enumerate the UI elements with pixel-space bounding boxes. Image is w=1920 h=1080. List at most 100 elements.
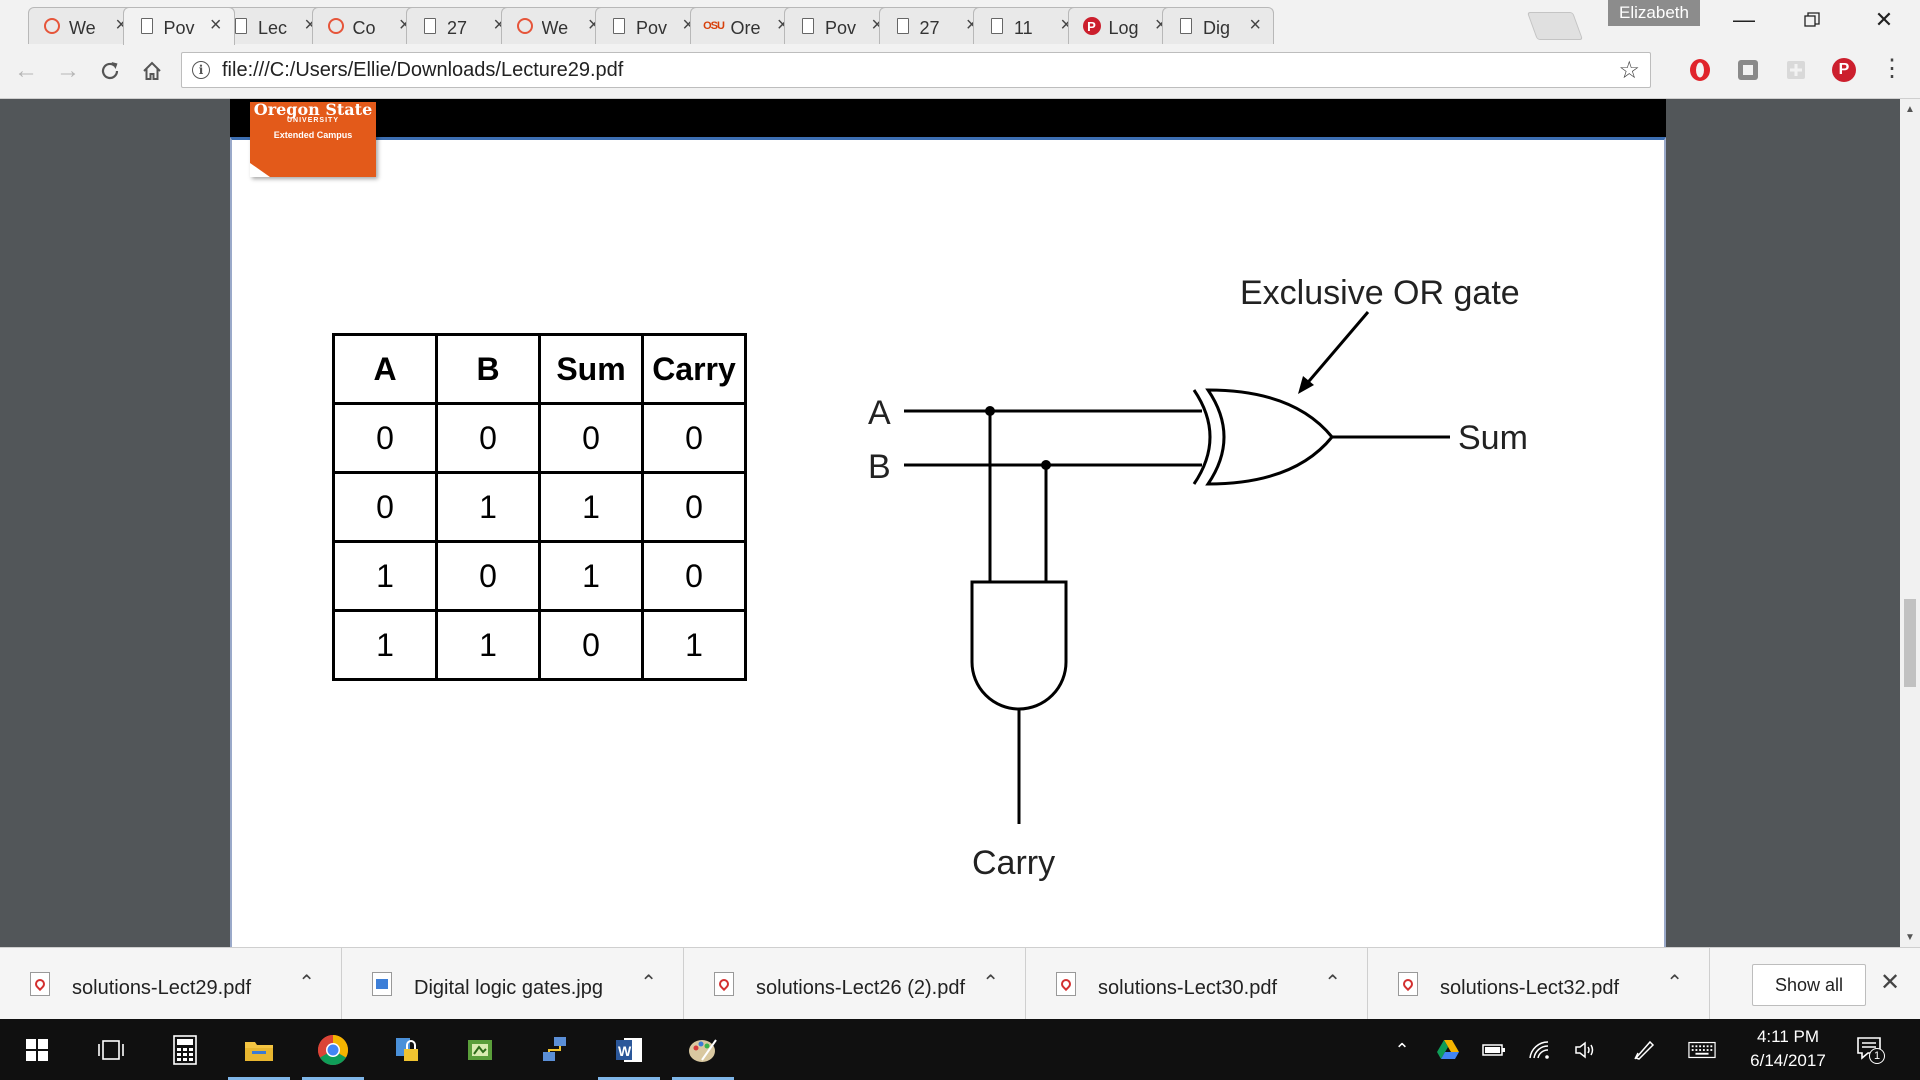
scrollbar-thumb[interactable] [1904, 599, 1916, 687]
site-info-icon[interactable]: i [192, 61, 210, 79]
bookmark-star-icon[interactable]: ☆ [1618, 57, 1640, 84]
browser-tab[interactable]: Pov× [784, 7, 896, 44]
osu-logo-icon [327, 17, 345, 35]
close-tab-icon[interactable]: × [1249, 14, 1261, 36]
start-button[interactable] [0, 1019, 74, 1080]
close-tab-icon[interactable]: × [587, 14, 600, 36]
show-hidden-icons-chevron-icon[interactable]: ⌃ [1394, 1039, 1410, 1060]
table-cell: 1 [641, 609, 747, 681]
chevron-up-icon[interactable]: ⌃ [640, 972, 657, 994]
close-tab-icon[interactable]: × [209, 14, 222, 36]
download-item[interactable]: solutions-Lect26 (2).pdf ⌃ [684, 948, 1026, 1020]
restore-button[interactable] [1784, 0, 1840, 40]
new-tab-button[interactable] [1526, 12, 1584, 40]
chevron-up-icon[interactable]: ⌃ [298, 972, 315, 994]
download-filename: solutions-Lect32.pdf [1440, 977, 1620, 999]
show-all-downloads-button[interactable]: Show all [1752, 964, 1866, 1006]
opera-extension-icon[interactable] [1688, 58, 1712, 82]
browser-tab[interactable]: Pov× [122, 7, 235, 45]
windows-taskbar: W ⌃ 4:11 PM 6/14/2017 1 [0, 1019, 1920, 1080]
close-tab-icon[interactable]: × [776, 14, 789, 36]
browser-tab[interactable]: Dig× [1162, 7, 1274, 44]
browser-tab[interactable]: We × [500, 7, 613, 44]
lock-app-button[interactable] [370, 1019, 444, 1080]
scroll-down-arrow-icon[interactable]: ▼ [1905, 931, 1915, 943]
document-icon [232, 17, 250, 35]
browser-tab[interactable]: Pov× [595, 7, 707, 44]
browser-tab[interactable]: 27× [406, 7, 518, 44]
battery-icon[interactable] [1480, 1036, 1508, 1064]
back-button[interactable]: ← [10, 55, 42, 87]
chevron-up-icon[interactable]: ⌃ [982, 972, 999, 994]
word-button[interactable]: W [592, 1019, 666, 1080]
file-explorer-button[interactable] [222, 1019, 296, 1080]
extension-grey-icon[interactable] [1736, 58, 1760, 82]
table-cell: 1 [435, 471, 541, 543]
header-a: A [332, 333, 438, 405]
close-tab-icon[interactable]: × [965, 14, 978, 36]
touch-keyboard-icon[interactable] [1688, 1036, 1716, 1064]
pen-workspace-icon[interactable] [1630, 1036, 1658, 1064]
calculator-button[interactable] [148, 1019, 222, 1080]
paint-button[interactable] [666, 1019, 740, 1080]
browser-menu-icon[interactable]: ⋮ [1880, 55, 1904, 82]
green-app-button[interactable] [444, 1019, 518, 1080]
close-tab-icon[interactable]: × [871, 14, 883, 36]
wifi-icon[interactable] [1526, 1036, 1554, 1064]
browser-tab[interactable]: 11× [973, 7, 1085, 44]
document-icon [1177, 17, 1195, 35]
table-cell: 0 [538, 609, 644, 681]
reload-button[interactable] [94, 55, 126, 87]
minimize-button[interactable]: — [1716, 0, 1772, 40]
scroll-up-arrow-icon[interactable]: ▲ [1905, 103, 1915, 115]
download-item[interactable]: Digital logic gates.jpg ⌃ [342, 948, 684, 1020]
osu-logo-line3: Extended Campus [273, 130, 353, 140]
download-filename: Digital logic gates.jpg [414, 977, 603, 999]
table-cell: 1 [435, 609, 541, 681]
truth-table-header-row: A B Sum Carry [332, 333, 747, 405]
close-tab-icon[interactable]: × [304, 14, 316, 36]
system-clock[interactable]: 4:11 PM 6/14/2017 [1724, 1025, 1852, 1073]
extension-puzzle-icon[interactable] [1784, 58, 1808, 82]
download-item[interactable]: solutions-Lect32.pdf ⌃ [1368, 948, 1710, 1020]
profile-button[interactable]: Elizabeth [1608, 0, 1700, 26]
action-center-button[interactable]: 1 [1856, 1035, 1885, 1064]
address-bar[interactable]: i file:///C:/Users/Ellie/Downloads/Lectu… [181, 52, 1651, 88]
close-tab-icon[interactable]: × [682, 14, 694, 36]
download-item[interactable]: solutions-Lect30.pdf ⌃ [1026, 948, 1368, 1020]
table-cell: 0 [332, 402, 438, 474]
close-tab-icon[interactable]: × [1060, 14, 1072, 36]
browser-tab[interactable]: We× [28, 7, 140, 44]
pinterest-extension-icon[interactable]: P [1832, 58, 1856, 82]
download-item[interactable]: solutions-Lect29.pdf ⌃ [0, 948, 342, 1020]
chevron-up-icon[interactable]: ⌃ [1324, 972, 1341, 994]
label-sum: Sum [1458, 419, 1528, 457]
browser-tab[interactable]: Lec × [217, 7, 329, 44]
close-window-button[interactable]: ✕ [1856, 0, 1912, 40]
chevron-up-icon[interactable]: ⌃ [1666, 972, 1683, 994]
tab-title: We [541, 18, 569, 38]
header-b: B [435, 333, 541, 405]
close-tab-icon[interactable]: × [1154, 14, 1167, 36]
logo-fold [250, 163, 270, 177]
network-app-button[interactable] [518, 1019, 592, 1080]
chrome-button[interactable] [296, 1019, 370, 1080]
volume-icon[interactable] [1572, 1036, 1600, 1064]
close-shelf-icon[interactable]: ✕ [1880, 969, 1901, 996]
pdf-file-icon [1056, 972, 1076, 996]
close-tab-icon[interactable]: × [493, 14, 505, 36]
home-button[interactable] [136, 55, 168, 87]
header-carry: Carry [641, 333, 747, 405]
osu-logo-line2: UNIVERSITY [286, 117, 339, 124]
browser-tab[interactable]: 27× [878, 7, 991, 44]
close-tab-icon[interactable]: × [115, 14, 127, 36]
vertical-scrollbar[interactable]: ▲ ▼ [1900, 99, 1920, 947]
task-view-button[interactable] [74, 1019, 148, 1080]
google-drive-icon[interactable] [1434, 1036, 1462, 1064]
tab-title: Lec [258, 18, 288, 38]
close-tab-icon[interactable]: × [398, 14, 411, 36]
forward-button[interactable]: → [52, 55, 84, 87]
home-icon [143, 61, 161, 80]
